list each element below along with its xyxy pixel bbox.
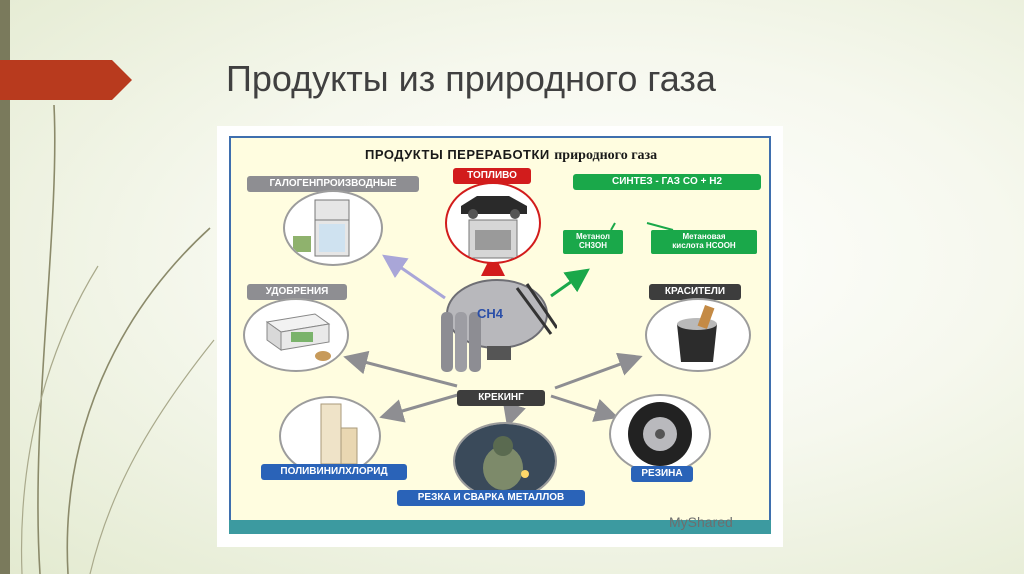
center-formula: CH4 bbox=[477, 306, 504, 321]
watermark: MyShared bbox=[669, 514, 733, 530]
board-bottom-strip bbox=[229, 520, 771, 534]
label-cracking: КРЕКИНГ bbox=[457, 390, 545, 406]
methanol-name: Метанол bbox=[576, 232, 610, 241]
refrigerator-icon bbox=[293, 199, 350, 257]
title-marker bbox=[0, 60, 132, 100]
diagram-frame: ПРОДУКТЫ ПЕРЕРАБОТКИ природного газа ГАЛ… bbox=[217, 126, 783, 547]
rubber-circle bbox=[609, 394, 711, 474]
car-icon bbox=[461, 196, 527, 219]
board-title: ПРОДУКТЫ ПЕРЕРАБОТКИ природного газа bbox=[365, 146, 657, 164]
formic-acid-name: Метановая bbox=[682, 232, 726, 241]
decorative-leaves bbox=[20, 104, 215, 574]
tire-icon bbox=[628, 402, 692, 466]
formic-acid-box: Метановая кислота HCOOH bbox=[651, 230, 757, 254]
fuel-circle bbox=[445, 182, 541, 264]
label-pvc: ПОЛИВИНИЛХЛОРИД bbox=[261, 464, 407, 480]
formic-acid-formula: кислота HCOOH bbox=[672, 241, 736, 250]
fertilizer-box-icon bbox=[265, 313, 331, 361]
label-synthesis: СИНТЕЗ - ГАЗ CO + H2 bbox=[573, 174, 761, 190]
label-halogen: ГАЛОГЕНПРОИЗВОДНЫЕ bbox=[247, 176, 419, 192]
stove-icon bbox=[468, 219, 518, 259]
board-title-caps: ПРОДУКТЫ ПЕРЕРАБОТКИ bbox=[365, 147, 550, 162]
label-rubber: РЕЗИНА bbox=[631, 466, 693, 482]
halogen-circle bbox=[283, 190, 383, 266]
left-accent-bar bbox=[0, 0, 10, 574]
board-title-serif: природного газа bbox=[554, 148, 658, 163]
label-fuel: ТОПЛИВО bbox=[453, 168, 531, 184]
gas-tank-icon bbox=[441, 279, 557, 372]
fuel-icons bbox=[461, 196, 527, 259]
welding-circle bbox=[453, 422, 557, 500]
wallpaper-roll-icon bbox=[320, 403, 358, 465]
paint-bucket-icon bbox=[677, 304, 717, 362]
page-title: Продукты из природного газа bbox=[226, 58, 716, 99]
dyes-circle bbox=[645, 298, 751, 372]
welder-icon bbox=[455, 424, 555, 498]
label-welding: РЕЗКА И СВАРКА МЕТАЛЛОВ bbox=[397, 490, 585, 506]
methanol-formula: CH3OH bbox=[578, 241, 607, 250]
fertilizers-circle bbox=[243, 298, 349, 372]
label-fertilizers: УДОБРЕНИЯ bbox=[247, 284, 347, 300]
label-dyes: КРАСИТЕЛИ bbox=[649, 284, 741, 300]
methanol-box: Метанол CH3OH bbox=[563, 230, 623, 254]
